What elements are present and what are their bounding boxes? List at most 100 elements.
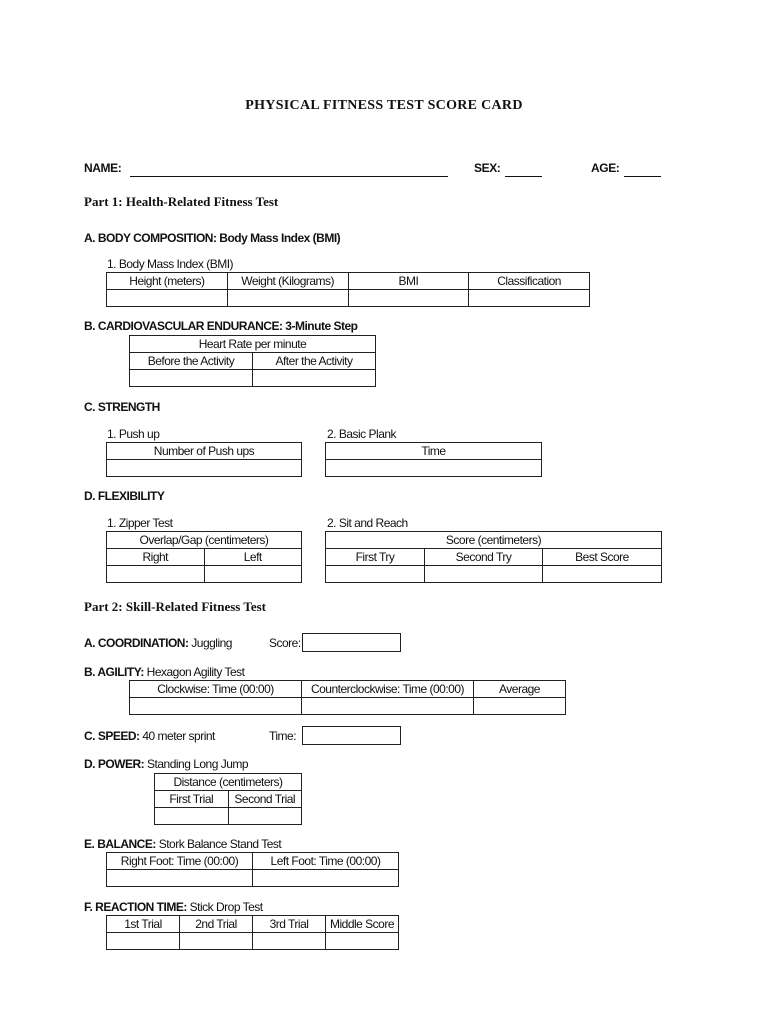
pushup-header: Number of Push ups xyxy=(106,442,302,460)
section-rest: Stork Balance Stand Test xyxy=(155,837,282,851)
sit-reach-col-header: Best Score xyxy=(541,548,663,566)
reaction-heading: F. REACTION TIME: Stick Drop Test xyxy=(84,900,263,914)
cardio-cell[interactable] xyxy=(129,369,253,387)
section-rest: Stick Drop Test xyxy=(186,900,263,914)
balance-col-header: Left Foot: Time (00:00) xyxy=(252,852,399,870)
section-label: A. COORDINATION: xyxy=(84,636,189,650)
balance-heading: E. BALANCE: Stork Balance Stand Test xyxy=(84,837,282,851)
speed-time-box[interactable] xyxy=(302,726,401,745)
plank-table: Time xyxy=(325,442,542,477)
section-rest: Standing Long Jump xyxy=(144,757,249,771)
sit-reach-cell[interactable] xyxy=(541,565,663,583)
reaction-cell[interactable] xyxy=(179,932,253,950)
part1-heading: Part 1: Health-Related Fitness Test xyxy=(84,194,279,209)
coordination-score-box[interactable] xyxy=(302,633,401,652)
section-label: F. REACTION TIME: xyxy=(84,900,187,914)
zipper-title: 1. Zipper Test xyxy=(107,516,173,530)
zipper-group-header: Overlap/Gap (centimeters) xyxy=(106,531,302,549)
name-label: NAME: xyxy=(84,161,122,175)
bmi-col-header: Classification xyxy=(468,272,590,290)
section-letter: A. xyxy=(84,231,96,245)
sit-reach-group-header: Score (centimeters) xyxy=(324,531,663,549)
section-rest: 40 meter sprint xyxy=(139,729,215,743)
agility-col-header: Average xyxy=(473,680,566,698)
cardio-col-header: Before the Activity xyxy=(129,352,253,370)
reaction-cell[interactable] xyxy=(106,932,180,950)
power-cell[interactable] xyxy=(154,807,229,825)
bmi-cell[interactable] xyxy=(347,289,470,307)
bmi-cell[interactable] xyxy=(226,289,349,307)
name-field[interactable] xyxy=(130,176,448,177)
bmi-col-header: BMI xyxy=(347,272,470,290)
agility-cell[interactable] xyxy=(129,697,302,715)
zipper-cell[interactable] xyxy=(203,565,302,583)
balance-col-header: Right Foot: Time (00:00) xyxy=(106,852,253,870)
cardio-cell[interactable] xyxy=(252,369,376,387)
bmi-subtitle: 1. Body Mass Index (BMI) xyxy=(107,257,234,271)
agility-heading: B. AGILITY: Hexagon Agility Test xyxy=(84,665,245,679)
strength-heading: C. STRENGTH xyxy=(84,400,160,414)
section-label: D. FLEXIBILITY xyxy=(84,489,165,503)
power-heading: D. POWER: Standing Long Jump xyxy=(84,757,249,771)
power-group-header: Distance (centimeters) xyxy=(154,773,302,791)
speed-heading: C. SPEED: 40 meter sprint xyxy=(84,729,215,743)
agility-table: Clockwise: Time (00:00) Counterclockwise… xyxy=(129,680,566,715)
plank-cell[interactable] xyxy=(325,459,542,477)
plank-title: 2. Basic Plank xyxy=(327,427,397,441)
balance-table: Right Foot: Time (00:00) Left Foot: Time… xyxy=(106,852,399,887)
bmi-col-header: Weight (Kilograms) xyxy=(226,272,349,290)
power-cell[interactable] xyxy=(227,807,302,825)
sex-label: SEX: xyxy=(474,161,501,175)
balance-cell[interactable] xyxy=(252,869,399,887)
section-rest: Juggling xyxy=(188,636,232,650)
flexibility-heading: D. FLEXIBILITY xyxy=(84,489,165,503)
part2-heading: Part 2: Skill-Related Fitness Test xyxy=(84,599,266,614)
reaction-cell[interactable] xyxy=(325,932,399,950)
coordination-score-label: Score: xyxy=(269,636,301,650)
pushup-table: Number of Push ups xyxy=(106,442,302,477)
power-col-header: Second Trial xyxy=(227,790,302,808)
bmi-cell[interactable] xyxy=(106,289,228,307)
zipper-cell[interactable] xyxy=(106,565,205,583)
sex-field[interactable] xyxy=(505,176,542,177)
power-col-header: First Trial xyxy=(154,790,229,808)
coordination-heading: A. COORDINATION: Juggling xyxy=(84,636,232,650)
balance-cell[interactable] xyxy=(106,869,253,887)
section-rest: Hexagon Agility Test xyxy=(143,665,245,679)
section-label: B. AGILITY: xyxy=(84,665,144,679)
sit-reach-col-header: First Try xyxy=(325,548,425,566)
section-label: BALANCE: xyxy=(97,837,156,851)
sit-reach-col-header: Second Try xyxy=(424,548,543,566)
body-composition-heading: A. BODY COMPOSITION: Body Mass Index (BM… xyxy=(84,231,341,245)
section-label: C. STRENGTH xyxy=(84,400,160,414)
plank-header: Time xyxy=(325,442,542,460)
pushup-cell[interactable] xyxy=(106,459,302,477)
cardio-col-header: After the Activity xyxy=(252,352,376,370)
agility-col-header: Clockwise: Time (00:00) xyxy=(129,680,302,698)
age-label: AGE: xyxy=(591,161,620,175)
cardio-heading: B. CARDIOVASCULAR ENDURANCE: 3-Minute St… xyxy=(84,319,358,333)
page-title: PHYSICAL FITNESS TEST SCORE CARD xyxy=(245,98,523,113)
agility-cell[interactable] xyxy=(301,697,474,715)
age-field[interactable] xyxy=(624,176,661,177)
pushup-title: 1. Push up xyxy=(107,427,160,441)
reaction-cell[interactable] xyxy=(252,932,326,950)
zipper-col-header: Left xyxy=(203,548,302,566)
section-label: BODY COMPOSITION: xyxy=(97,231,217,245)
bmi-cell[interactable] xyxy=(468,289,590,307)
reaction-table: 1st Trial 2nd Trial 3rd Trial Middle Sco… xyxy=(106,915,399,950)
bmi-table: Height (meters) Weight (Kilograms) BMI C… xyxy=(106,272,590,307)
agility-cell[interactable] xyxy=(473,697,566,715)
sit-reach-cell[interactable] xyxy=(325,565,425,583)
zipper-table: Overlap/Gap (centimeters) Right Left xyxy=(106,531,302,583)
power-table: Distance (centimeters) First Trial Secon… xyxy=(154,773,302,825)
reaction-col-header: 2nd Trial xyxy=(179,915,253,933)
section-label: D. POWER: xyxy=(84,757,145,771)
section-rest: 3-Minute Step xyxy=(282,319,358,333)
zipper-col-header: Right xyxy=(106,548,205,566)
agility-col-header: Counterclockwise: Time (00:00) xyxy=(301,680,474,698)
sit-reach-table: Score (centimeters) First Try Second Try… xyxy=(324,531,663,583)
cardio-table: Heart Rate per minute Before the Activit… xyxy=(129,335,376,387)
sit-reach-cell[interactable] xyxy=(424,565,543,583)
section-label: B. CARDIOVASCULAR ENDURANCE: xyxy=(84,319,283,333)
